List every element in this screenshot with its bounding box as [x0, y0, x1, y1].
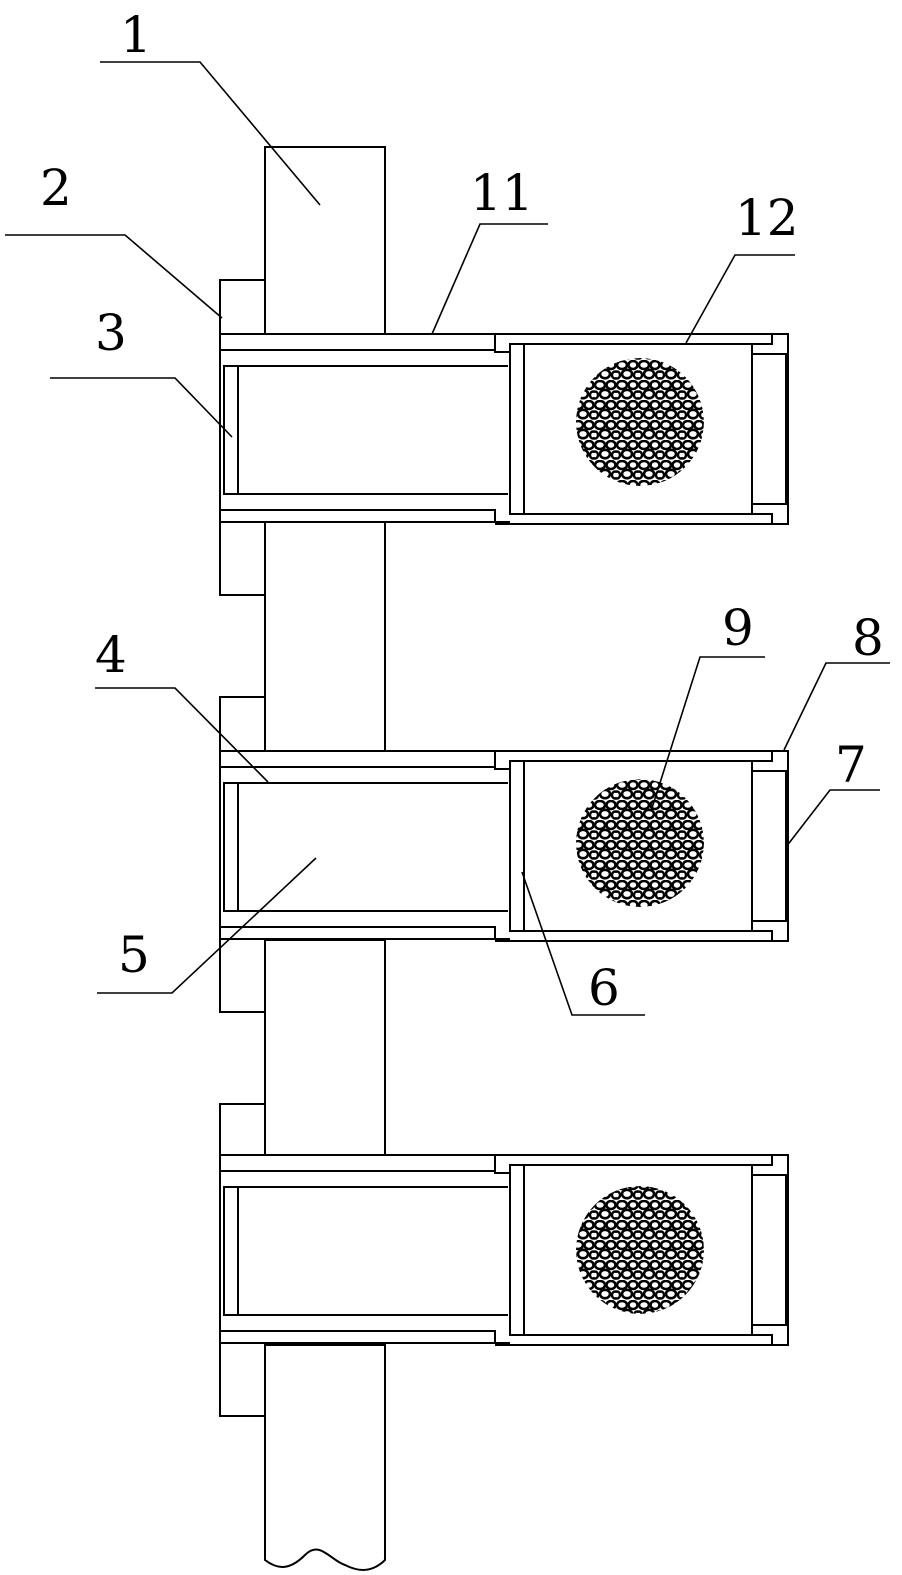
- grille: [751, 1174, 787, 1326]
- callout-8: 8: [852, 609, 884, 667]
- air-duct: [238, 782, 508, 912]
- module-units: [220, 333, 789, 1346]
- callout-5: 5: [118, 926, 150, 984]
- sleeve-pipe-top: [220, 333, 510, 353]
- module-unit: [220, 1154, 789, 1346]
- porous-ball: [576, 1186, 704, 1314]
- mounting-plate: [219, 279, 265, 1417]
- callout-4: 4: [95, 626, 127, 684]
- partition-plate: [509, 760, 525, 932]
- callout-2: 2: [40, 159, 72, 217]
- filter-screen: [223, 782, 239, 912]
- grille: [751, 353, 787, 505]
- housing: [495, 1154, 789, 1346]
- filter-screen: [223, 365, 239, 495]
- callout-labels: 1 2 3 4 5 6 7 8 9 11 12: [40, 6, 884, 1017]
- housing: [495, 333, 789, 525]
- callout-3: 3: [95, 304, 127, 362]
- grille: [751, 770, 787, 922]
- leader-lines: [5, 61, 890, 1016]
- callout-12: 12: [735, 189, 799, 247]
- sleeve-pipe-top: [220, 1154, 510, 1174]
- air-duct: [238, 365, 508, 495]
- module-unit: [220, 333, 789, 525]
- callout-9: 9: [722, 599, 754, 657]
- callout-1: 1: [120, 6, 152, 64]
- partition-plate: [509, 343, 525, 515]
- sleeve-pipe-bottom: [220, 509, 510, 523]
- callout-6: 6: [588, 959, 620, 1017]
- partition-plate: [509, 1164, 525, 1336]
- module-unit: [220, 750, 789, 942]
- callout-7: 7: [835, 736, 867, 794]
- porous-ball: [576, 358, 704, 486]
- callout-11: 11: [470, 164, 534, 222]
- wall-segments: [264, 146, 386, 1571]
- filter-screen: [223, 1186, 239, 1316]
- sleeve-pipe-bottom: [220, 926, 510, 940]
- sleeve-pipe-top: [220, 750, 510, 770]
- housing: [495, 750, 789, 942]
- porous-ball: [576, 779, 704, 907]
- air-duct: [238, 1186, 508, 1316]
- sleeve-pipe-bottom: [220, 1330, 510, 1344]
